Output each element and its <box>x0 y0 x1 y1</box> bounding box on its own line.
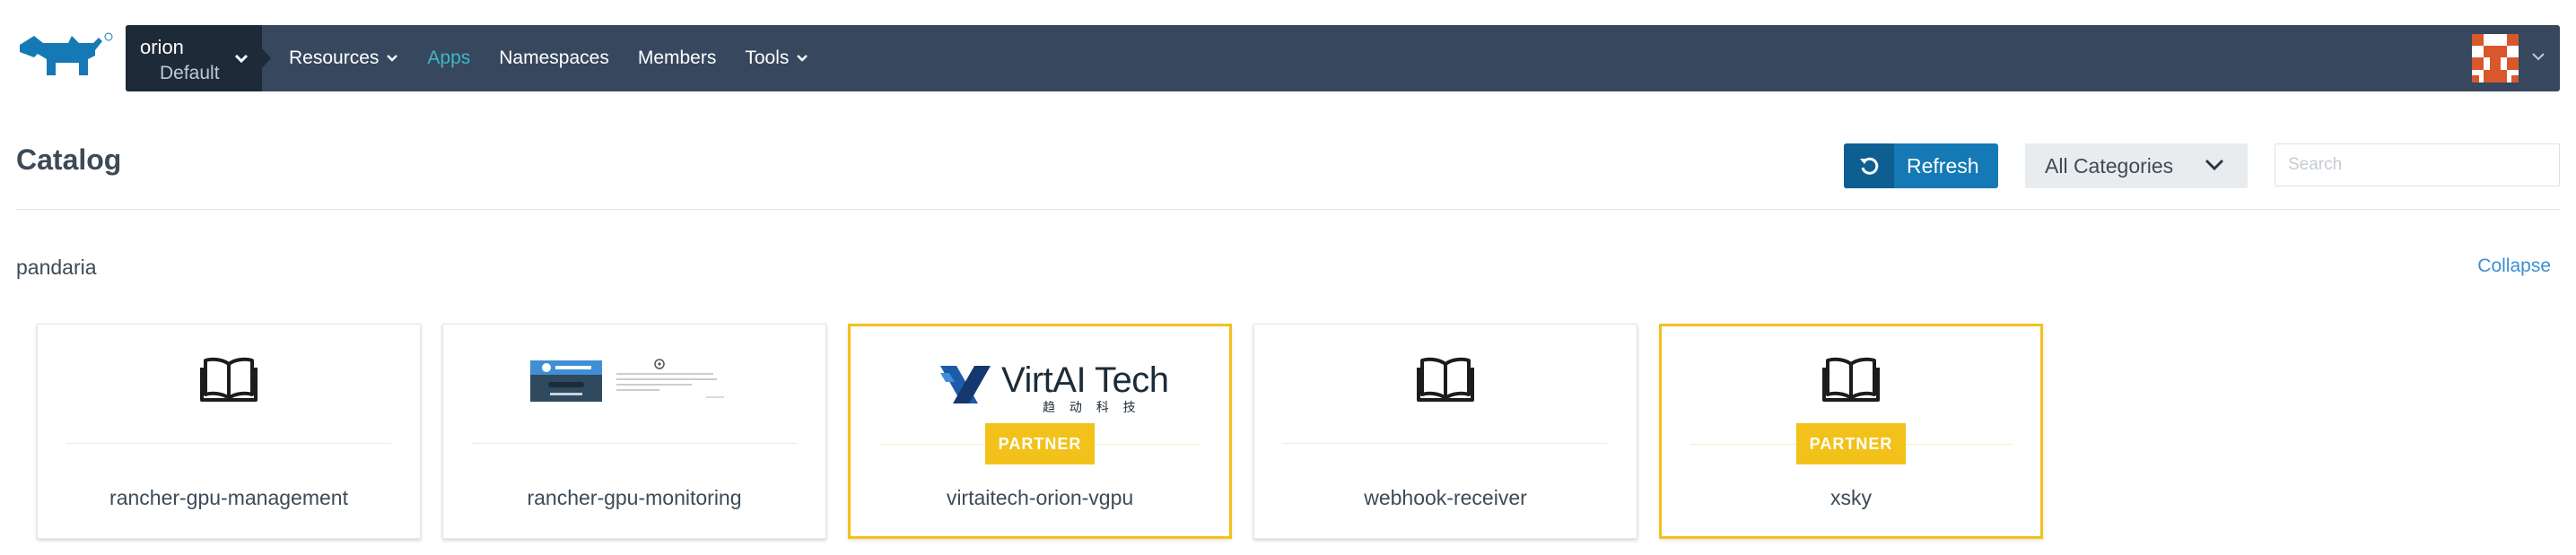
refresh-button[interactable]: Refresh <box>1844 143 1998 188</box>
virtai-logo-subtext: 趋 动 科 技 <box>1043 400 1141 414</box>
card-title: webhook-receiver <box>1364 486 1527 509</box>
chevron-down-icon <box>797 55 808 62</box>
chevron-down-icon <box>234 54 249 64</box>
catalog-card-virtaitech-orion-vgpu[interactable]: VirtAI Tech 趋 动 科 技 PARTNER virtaitech-o… <box>848 324 1232 539</box>
book-icon <box>1822 357 1880 402</box>
card-title: rancher-gpu-management <box>109 486 348 509</box>
nav-members-label: Members <box>637 48 717 68</box>
card-divider <box>472 443 797 444</box>
search-input[interactable] <box>2275 143 2560 186</box>
nav-apps-label: Apps <box>427 48 471 68</box>
catalog-section-name: pandaria <box>16 256 97 279</box>
virtai-logo-text: VirtAI Tech <box>1001 360 1169 400</box>
card-divider <box>1283 443 1608 444</box>
nav-namespaces-label: Namespaces <box>499 48 609 68</box>
virtai-tech-logo: VirtAI Tech 趋 动 科 技 <box>939 360 1169 414</box>
cluster-project-switcher[interactable]: orion Default <box>126 25 271 91</box>
nav-namespaces[interactable]: Namespaces <box>485 25 624 91</box>
partner-badge: PARTNER <box>985 423 1095 464</box>
chevron-down-icon <box>387 55 398 62</box>
partner-badge: PARTNER <box>1796 423 1906 464</box>
page-title: Catalog <box>16 143 122 176</box>
refresh-label: Refresh <box>1907 153 1979 178</box>
switcher-notch <box>262 48 271 68</box>
book-icon <box>1417 357 1474 402</box>
nav-tools[interactable]: Tools <box>730 25 823 91</box>
chevron-down-icon[interactable] <box>2531 51 2545 62</box>
user-avatar[interactable] <box>2472 34 2519 82</box>
registered-mark-icon <box>104 32 113 41</box>
nav-resources-label: Resources <box>289 48 380 68</box>
nav-members[interactable]: Members <box>624 25 731 91</box>
cluster-name: orion <box>140 36 184 58</box>
card-divider <box>66 443 391 444</box>
kubernetes-prometheus-logo <box>530 359 724 402</box>
nav-apps[interactable]: Apps <box>413 25 485 91</box>
card-title: virtaitech-orion-vgpu <box>946 486 1134 509</box>
nav-resources[interactable]: Resources <box>275 25 413 91</box>
top-navbar: orion Default Resources Apps Namespaces … <box>126 25 2560 91</box>
category-select[interactable]: All Categories <box>2025 143 2248 188</box>
card-title: rancher-gpu-monitoring <box>527 486 742 509</box>
chevron-down-icon <box>2205 159 2224 171</box>
card-title: xsky <box>1830 486 1872 509</box>
collapse-link[interactable]: Collapse <box>2477 256 2551 276</box>
catalog-card-xsky[interactable]: PARTNER xsky <box>1659 324 2043 539</box>
header-divider <box>16 209 2560 210</box>
catalog-card-webhook-receiver[interactable]: webhook-receiver <box>1253 324 1637 539</box>
book-icon <box>200 357 258 402</box>
catalog-card-rancher-gpu-monitoring[interactable]: rancher-gpu-monitoring <box>442 324 826 539</box>
catalog-card-rancher-gpu-management[interactable]: rancher-gpu-management <box>37 324 421 539</box>
nav-tools-label: Tools <box>745 48 790 68</box>
project-name: Default <box>160 63 220 83</box>
category-select-value: All Categories <box>2045 153 2174 178</box>
virtai-x-mark-icon <box>940 366 991 403</box>
rancher-logo-icon[interactable] <box>16 32 109 82</box>
refresh-icon <box>1844 143 1894 188</box>
